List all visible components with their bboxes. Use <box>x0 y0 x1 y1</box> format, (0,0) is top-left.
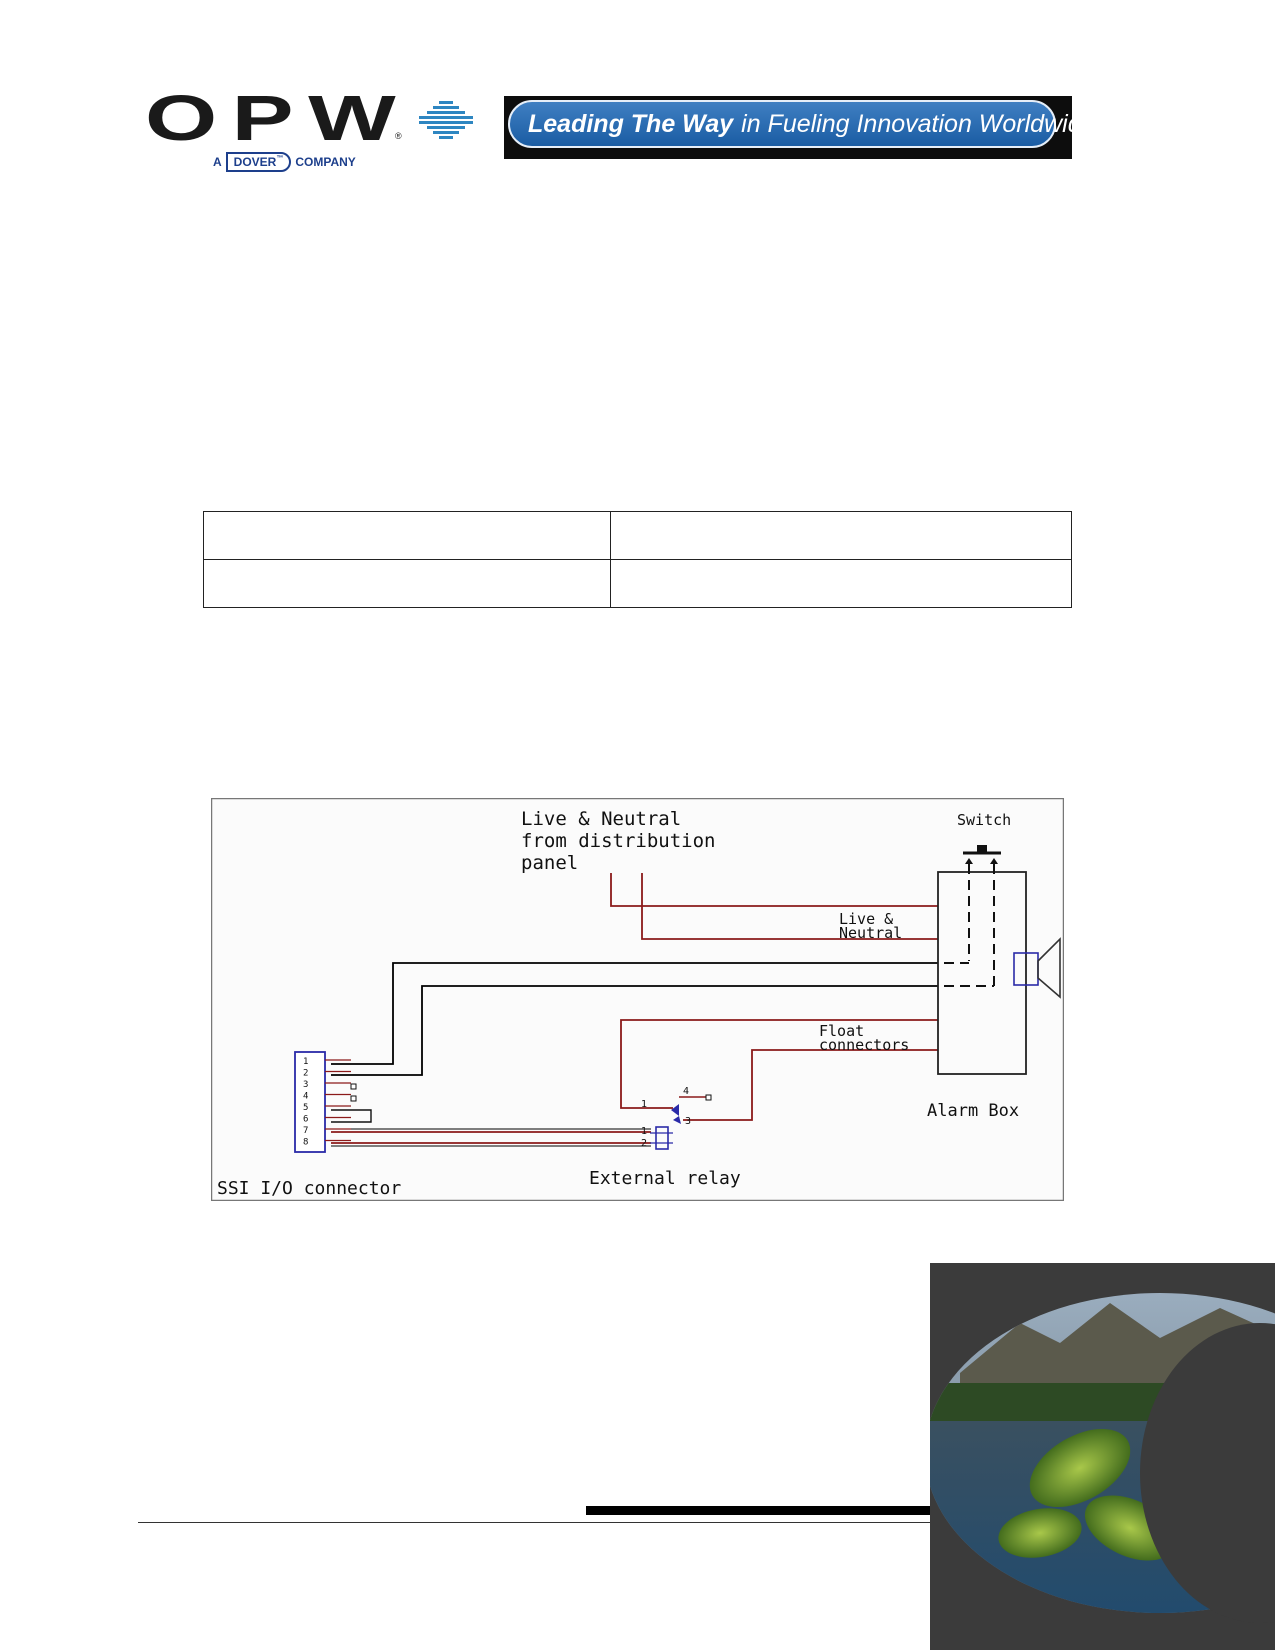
dover-tagline: A DOVER™ COMPANY <box>213 151 356 173</box>
slogan-bold: Leading The Way <box>528 109 734 138</box>
label-live-neutral-3: panel <box>521 852 578 874</box>
dover-badge: DOVER™ <box>225 152 292 172</box>
slogan-pill: Leading The Way in Fueling Innovation Wo… <box>508 100 1096 148</box>
alarm-box-internal-switch <box>944 864 995 987</box>
connector-pin-label: 6 <box>303 1115 308 1125</box>
connector-pin-label: 8 <box>303 1138 308 1148</box>
diagram-frame <box>211 798 1064 1201</box>
label-float-2: connectors <box>819 1036 909 1054</box>
ssi-connector <box>294 1051 326 1153</box>
relay-pin-label: 3 <box>685 1116 691 1127</box>
connector-pin-label: 1 <box>303 1057 308 1067</box>
connector-pin-label: 4 <box>303 1092 308 1102</box>
label-external-relay: External relay <box>589 1168 741 1189</box>
footer-rule <box>138 1522 1132 1523</box>
nature-image <box>930 1263 1275 1650</box>
connector-pin-label: 3 <box>303 1080 308 1090</box>
relay-pin-label: 4 <box>683 1086 689 1097</box>
connector-jumper <box>331 1109 372 1123</box>
label-live-small-2: Neutral <box>839 924 902 942</box>
footer-bar <box>586 1506 1106 1515</box>
connector-terminals <box>350 1083 357 1102</box>
label-alarm-box: Alarm Box <box>927 1101 1019 1121</box>
relay-pin-label: 1 <box>641 1099 647 1110</box>
dover-prefix: A <box>213 155 222 169</box>
label-switch: Switch <box>957 811 1011 829</box>
switch-icon <box>963 845 1001 864</box>
relay-coil-wires <box>331 1131 651 1144</box>
float-wires <box>620 1019 938 1121</box>
label-live-neutral-2: from distribution <box>521 830 715 852</box>
relay-coil-pin-label: 1 <box>641 1126 647 1137</box>
slogan-banner: Leading The Way in Fueling Innovation Wo… <box>504 96 1096 159</box>
horn-icon <box>1013 937 1061 999</box>
connector-pin-label: 2 <box>303 1069 308 1079</box>
connector-pin-label: 7 <box>303 1126 308 1136</box>
label-float-1: Float <box>819 1022 864 1040</box>
live-neutral-wires <box>610 873 938 940</box>
opw-diamond-icon <box>419 101 473 139</box>
relay-contact <box>671 1104 679 1116</box>
connector-pin-label: 5 <box>303 1103 308 1113</box>
relay-coil <box>655 1126 669 1150</box>
table-cell <box>203 511 611 560</box>
alarm-box <box>937 871 1027 1075</box>
slogan-rest: in Fueling Innovation Worldwide <box>741 109 1096 138</box>
table-cell <box>610 511 1072 560</box>
label-ssi-connector: SSI I/O connector <box>217 1178 401 1199</box>
connector-pins: 1 23 45 67 8 <box>303 1057 351 1148</box>
relay-coil-wires-outline <box>331 1128 651 1147</box>
dover-trademark: ™ <box>276 155 284 162</box>
opw-logo: OPW ® A DOVER™ COMPANY <box>145 82 475 175</box>
registered-mark: ® <box>395 131 402 141</box>
table-row <box>203 511 1072 560</box>
dover-name: DOVER <box>233 155 277 169</box>
label-live-neutral-1: Live & Neutral <box>521 808 681 830</box>
external-relay <box>650 1094 712 1150</box>
table-row <box>203 559 1072 608</box>
alarm-signal-wires <box>331 962 938 1076</box>
dover-company: COMPANY <box>295 155 356 169</box>
table-cell <box>610 559 1072 608</box>
opw-logo-text: OPW <box>145 82 411 154</box>
blank-table <box>203 511 1072 608</box>
label-live-small-1: Live & <box>839 910 893 928</box>
relay-coil-pin-label: 2 <box>641 1138 647 1149</box>
table-cell <box>203 559 611 608</box>
